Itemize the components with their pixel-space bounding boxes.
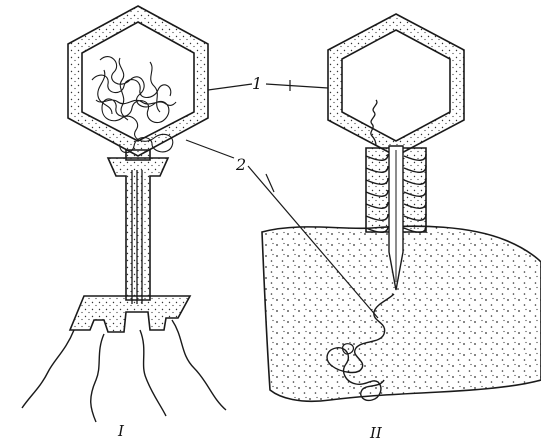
phage-injecting <box>262 14 541 401</box>
leader-line-1-right <box>266 84 328 88</box>
leader-line-1-left <box>208 84 252 90</box>
label-dna: 2 <box>235 155 246 174</box>
head-capsid-shell-empty <box>328 14 464 156</box>
tail-sheath-intact <box>108 158 168 300</box>
phage-intact <box>22 6 226 422</box>
label-phage-intact: I <box>117 422 125 440</box>
label-phage-injecting: II <box>369 424 383 442</box>
base-plate-intact <box>70 296 190 332</box>
head-capsid-shell-intact <box>68 6 208 156</box>
leader-line-2-left <box>186 140 234 158</box>
label-capsid: 1 <box>252 74 262 93</box>
tail-fibers-intact <box>22 320 226 422</box>
